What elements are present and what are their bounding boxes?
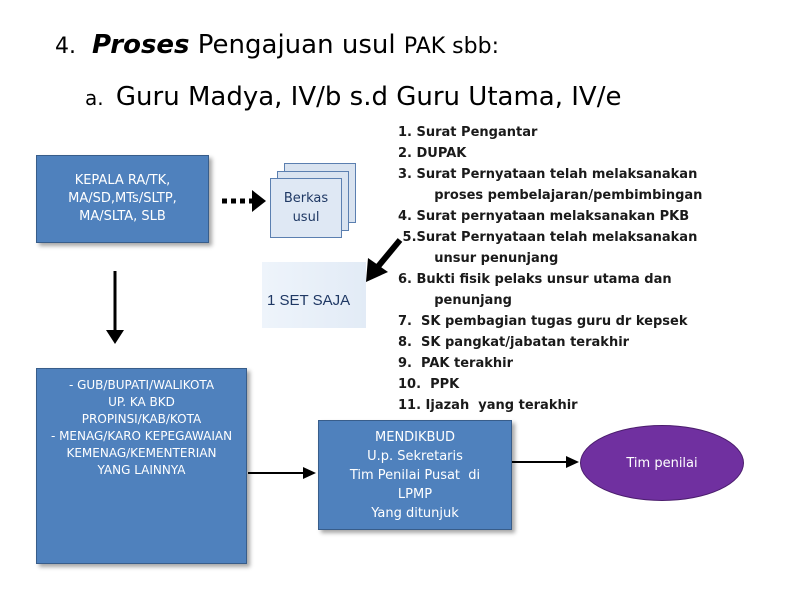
diagonal-arrow (373, 238, 403, 271)
box-mendikbud: MENDIKBUD U.p. Sekretaris Tim Penilai Pu… (318, 420, 512, 530)
down-arrow-head (106, 330, 124, 344)
box-gubernur-bupati: - GUB/BUPATI/WALIKOTA UP. KA BKD PROPINS… (36, 368, 247, 564)
paper-stack-front: Berkas usul (270, 178, 342, 238)
box-kepala-text: KEPALA RA/TK, MA/SD,MTs/SLTP, MA/SLTA, S… (68, 173, 177, 224)
berkas-usul-label: Berkas usul (283, 191, 329, 225)
slide-title: 4. Proses Pengajuan usul PAK sbb: (55, 30, 499, 60)
box-kepala-sekolah: KEPALA RA/TK, MA/SD,MTs/SLTP, MA/SLTA, S… (36, 155, 209, 243)
dashed-arrow-head (252, 190, 266, 212)
set-saja-label: 1 SET SAJA (267, 292, 351, 309)
subtitle-text: Guru Madya, IV/b s.d Guru Utama, IV/e (115, 82, 622, 112)
heading-title-rest: Pengajuan usul (197, 30, 396, 60)
box-mendikbud-text: MENDIKBUD U.p. Sekretaris Tim Penilai Pu… (349, 429, 481, 521)
right-arrow-head-1 (303, 467, 316, 479)
subtitle-number: a. (85, 86, 104, 110)
tim-penilai-ellipse: Tim penilai (580, 425, 744, 501)
slide-subtitle: a. Guru Madya, IV/b s.d Guru Utama, IV/e (85, 82, 621, 112)
box-gub-text: - GUB/BUPATI/WALIKOTA UP. KA BKD PROPINS… (50, 378, 233, 477)
set-saja-card: 1 SET SAJA (262, 262, 366, 328)
tim-penilai-label: Tim penilai (626, 455, 698, 471)
heading-title-tail: PAK sbb: (403, 34, 499, 59)
heading-bold-word: Proses (92, 30, 190, 60)
heading-number: 4. (55, 34, 76, 59)
right-arrow-head-2 (566, 456, 579, 468)
diagonal-arrow-head (366, 258, 388, 282)
documents-list: 1. Surat Pengantar 2. DUPAK 3. Surat Per… (398, 125, 703, 413)
